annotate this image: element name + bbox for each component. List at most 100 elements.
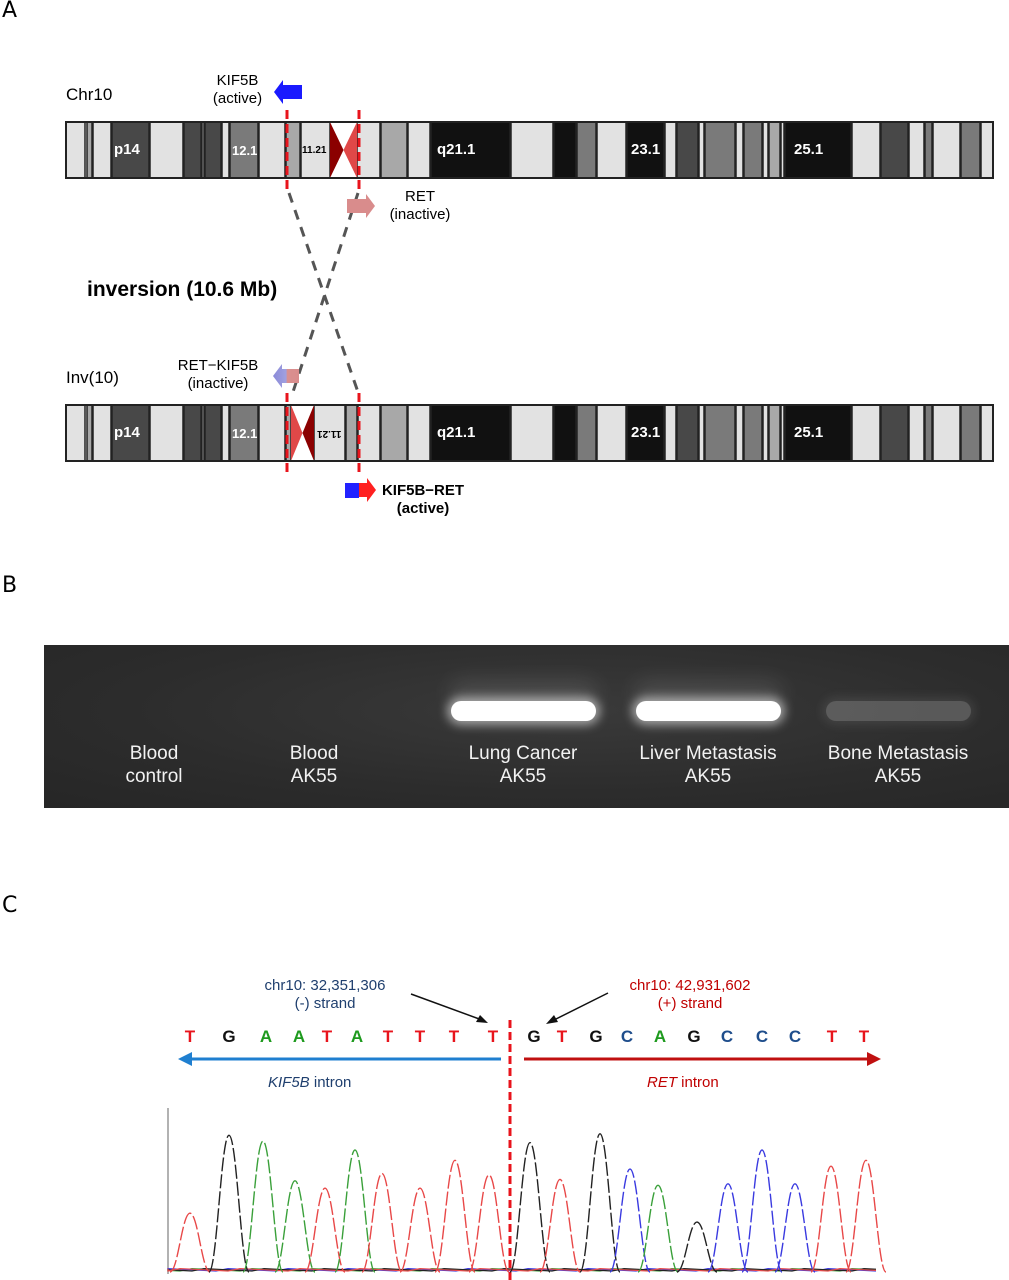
kif5b-gene-name: KIF5B: [268, 1074, 310, 1091]
ret-name: RET: [405, 188, 435, 205]
chromosome-ideogram: [65, 80, 994, 502]
chromatogram-peak: [707, 1183, 749, 1273]
chromatogram-peak: [334, 1149, 376, 1273]
ret-state: (inactive): [389, 206, 451, 223]
inversion-label: inversion (10.6 Mb): [87, 278, 278, 301]
inv-band-q23-1: 23.1: [631, 424, 661, 441]
right-coord: chr10: 42,931,602: [629, 977, 751, 994]
lane-sample: AK55: [874, 766, 922, 787]
chromatogram-peak: [242, 1140, 284, 1273]
chromatogram-baseline: [167, 1267, 877, 1272]
lane-sample: AK55: [290, 766, 338, 787]
kif5b-ret-state: (active): [396, 500, 450, 517]
lane-sample: AK55: [684, 766, 732, 787]
lane-name: Lung Cancer: [468, 743, 578, 764]
sequence-base: G: [589, 1027, 603, 1046]
band-q21-1: q21.1: [437, 141, 476, 158]
right-pointer-arrowhead-icon: [546, 1015, 558, 1024]
chromatogram-peak: [208, 1134, 250, 1273]
sequence-base: A: [292, 1027, 306, 1046]
chromosome-band: [596, 121, 627, 179]
kif5b-arrow-icon: [274, 80, 302, 104]
chromatogram-peak: [741, 1149, 783, 1273]
ret-label: RET (inactive): [375, 188, 465, 224]
sequence-base: G: [687, 1027, 701, 1046]
left-pointer-line: [410, 993, 483, 1021]
panel-label-b: B: [2, 573, 18, 598]
band-p12-1: 12.1: [232, 143, 258, 158]
right-pointer-line: [551, 992, 609, 1022]
kif5b-state: (active): [212, 90, 263, 107]
ret-intron-label: RET intron: [647, 1074, 719, 1091]
right-breakpoint-label: chr10: 42,931,602 (+) strand: [605, 977, 775, 1013]
ret-kif5b-label: RET−KIF5B (inactive): [168, 357, 268, 393]
sequence-base: G: [527, 1027, 541, 1046]
panel-label-a: A: [2, 0, 18, 23]
chr10-chromosome: [65, 110, 994, 192]
chr10-label: Chr10: [66, 85, 113, 104]
gel-band: [450, 701, 596, 721]
ret-kif5b-arrow-icon: [273, 364, 299, 388]
chromosome-band: [430, 404, 511, 462]
lane-name: Liver Metastasis: [639, 743, 777, 764]
sequence-base: C: [755, 1027, 769, 1046]
chromatogram-peak: [676, 1221, 718, 1273]
sequence-base: C: [788, 1027, 802, 1046]
ret-arrow-icon: [347, 194, 375, 218]
inv10-label: Inv(10): [66, 368, 119, 387]
sequence-base: T: [826, 1027, 838, 1046]
chromosome-band: [380, 121, 408, 179]
kif5b-name: KIF5B: [216, 72, 259, 89]
kif5b-arrowhead-icon: [178, 1052, 192, 1066]
lane-name: Blood: [129, 743, 179, 764]
inv10-chromosome: [65, 393, 994, 475]
sequence-base: T: [556, 1027, 568, 1046]
chromatogram-peak: [169, 1212, 211, 1273]
left-coord: chr10: 32,351,306: [264, 977, 386, 994]
chromosome-outline: [65, 121, 994, 179]
lane-name: Blood: [289, 743, 339, 764]
kif5b-ret-name: KIF5B−RET: [381, 482, 465, 499]
ret-gene-name: RET: [647, 1074, 677, 1091]
sequence-base: C: [620, 1027, 634, 1046]
chromatogram-peak: [579, 1133, 621, 1273]
band-q23-1: 23.1: [631, 141, 661, 158]
inv-band-q21-1: q21.1: [437, 424, 476, 441]
left-breakpoint-label: chr10: 32,351,306 (-) strand: [240, 977, 410, 1013]
centromere-left: [330, 122, 344, 178]
sequence-base: T: [448, 1027, 460, 1046]
chromosome-band: [149, 121, 184, 179]
left-strand: (-) strand: [294, 995, 356, 1012]
lane-name: Bone Metastasis: [827, 743, 969, 764]
kif5b-label: KIF5B (active): [200, 72, 275, 108]
chromosome-outline: [65, 404, 994, 462]
chromatogram-peak: [274, 1180, 316, 1273]
centromere-right: [302, 405, 314, 461]
chromatogram-peak: [434, 1159, 476, 1273]
gel-band: [825, 701, 971, 721]
chromatogram-peak: [361, 1172, 403, 1273]
sequence-base: T: [858, 1027, 870, 1046]
sequence-base: T: [321, 1027, 333, 1046]
sequence-base: G: [222, 1027, 236, 1046]
ret-kif5b-state: (inactive): [187, 375, 249, 392]
sequence-base: A: [259, 1027, 273, 1046]
sequence-base: T: [487, 1027, 499, 1046]
chromatogram-peak: [399, 1187, 441, 1273]
left-pointer-arrowhead-icon: [476, 1015, 488, 1023]
kif5b-intron-label: KIF5B intron: [268, 1074, 351, 1091]
gel-band: [635, 701, 781, 721]
chromatogram-peak: [609, 1168, 651, 1273]
inv-band-q25-1: 25.1: [794, 424, 824, 441]
ret-kif5b-name: RET−KIF5B: [177, 357, 259, 374]
chromatogram-peak: [774, 1183, 816, 1273]
lane-sample: control: [125, 766, 183, 787]
intron-word: intron: [677, 1074, 719, 1091]
right-strand: (+) strand: [657, 995, 723, 1012]
